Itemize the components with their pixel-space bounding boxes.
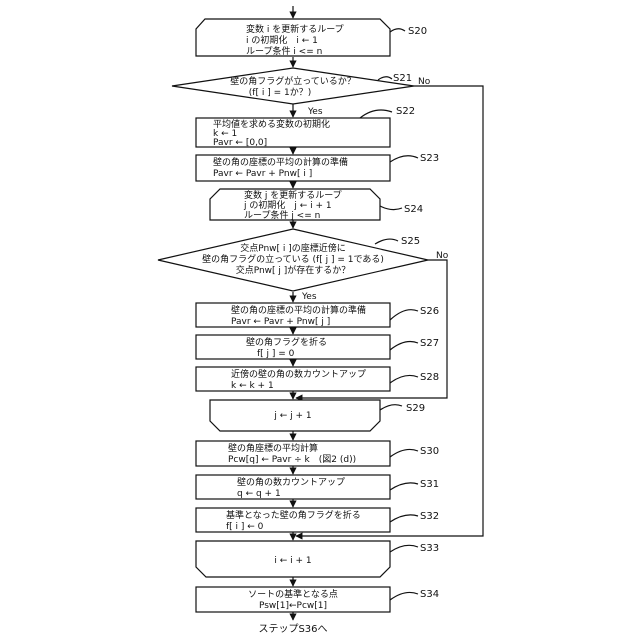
s22-line-3: Pavr ← [0,0] [213,138,267,148]
s32-line-1: 基準となった壁の角フラグを折る [226,509,361,521]
s27-label: S27 [420,338,439,349]
step-s32: 基準となった壁の角フラグを折る f[ i ] ← 0 S32 [196,508,439,532]
s20-line-1: 変数 i を更新するループ [246,23,344,35]
s33-label: S33 [420,543,439,554]
step-s30: 壁の角座標の平均計算 Pcw[q] ← Pavr ÷ k (図2 (d)) S3… [196,441,439,466]
s21-yes-label: Yes [307,107,323,117]
s25-line-1: 交点Pnw[ i ]の座標近傍に [240,242,346,254]
step-s25: 交点Pnw[ i ]の座標近傍に 壁の角フラグの立っている (f[ j ] = … [158,229,449,302]
s27-line-1: 壁の角フラグを折る [246,336,327,348]
s25-no-label: No [436,251,449,261]
s25-line-2: 壁の角フラグの立っている (f[ j ] = 1である) [202,253,384,265]
s20-label: S20 [408,26,427,37]
s21-no-label: No [418,77,431,87]
step-s20: 変数 i を更新するループ i の初期化 i ← 1 ループ条件 i <= n … [196,19,427,57]
s28-label: S28 [420,372,439,383]
s30-label: S30 [420,446,439,457]
step-s29: j ← j + 1 S29 [210,400,425,431]
s26-line-1: 壁の角の座標の平均の計算の準備 [231,304,366,316]
s21-label: S21 [393,73,412,84]
s31-label: S31 [420,479,439,490]
s23-label: S23 [420,153,439,164]
s28-line-1: 近傍の壁の角の数カウントアップ [231,368,366,380]
step-s33: i ← i + 1 S33 [196,541,439,577]
s32-line-2: f[ i ] ← 0 [226,522,264,532]
s20-line-2: i の初期化 i ← 1 [246,34,318,46]
s31-line-1: 壁の角の数カウントアップ [237,476,345,488]
s26-line-2: Pavr ← Pavr + Pnw[ j ] [231,317,330,327]
s24-label: S24 [404,204,423,215]
s34-line-2: Psw[1]←Pcw[1] [259,601,327,611]
s34-line-1: ソートの基準となる点 [248,588,338,600]
step-s24: 変数 j を更新するループ j の初期化 j ← i + 1 ループ条件 j <… [210,189,423,221]
step-s26: 壁の角の座標の平均の計算の準備 Pavr ← Pavr + Pnw[ j ] S… [196,303,439,327]
s34-label: S34 [420,589,439,600]
s29-line-1: j ← j + 1 [273,411,311,421]
step-s28: 近傍の壁の角の数カウントアップ k ← k + 1 S28 [196,367,439,391]
s30-line-2: Pcw[q] ← Pavr ÷ k (図2 (d)) [228,454,356,465]
step-s22: 平均値を求める変数の初期化 k ← 1 Pavr ← [0,0] S22 [196,106,415,148]
s21-line-1: 壁の角フラグが立っているか？ [230,75,356,87]
s21-line-2: (f[ i ] = 1か？) [249,87,311,98]
s28-line-2: k ← k + 1 [231,381,274,391]
step-s27: 壁の角フラグを折る f[ j ] = 0 S27 [196,335,439,359]
s27-line-2: f[ j ] = 0 [257,349,295,359]
s23-line-2: Pavr ← Pavr + Pnw[ i ] [213,169,312,179]
s23-line-1: 壁の角の座標の平均の計算の準備 [213,156,348,168]
s25-yes-label: Yes [301,292,317,302]
step-s31: 壁の角の数カウントアップ q ← q + 1 S31 [196,475,439,499]
s31-line-2: q ← q + 1 [237,489,281,499]
s24-line-3: ループ条件 j <= n [244,209,320,221]
step-s23: 壁の角の座標の平均の計算の準備 Pavr ← Pavr + Pnw[ i ] S… [196,153,439,181]
step-s34: ソートの基準となる点 Psw[1]←Pcw[1] S34 [196,587,439,612]
s30-line-1: 壁の角座標の平均計算 [228,442,318,454]
s24-line-2: j の初期化 j ← i + 1 [243,199,332,211]
s25-line-3: 交点Pnw[ j ]が存在するか？ [236,264,351,276]
s22-label: S22 [396,106,415,117]
s33-line-1: i ← i + 1 [274,556,311,566]
s26-label: S26 [420,306,439,317]
s25-label: S25 [401,236,420,247]
step-s21: 壁の角フラグが立っているか？ (f[ i ] = 1か？) S21 No Yes [172,68,431,117]
s32-label: S32 [420,511,439,522]
s24-line-1: 変数 j を更新するループ [244,189,342,201]
s29-label: S29 [406,403,425,414]
s20-line-3: ループ条件 i <= n [246,45,322,57]
end-label: ステップS36へ [258,623,327,635]
